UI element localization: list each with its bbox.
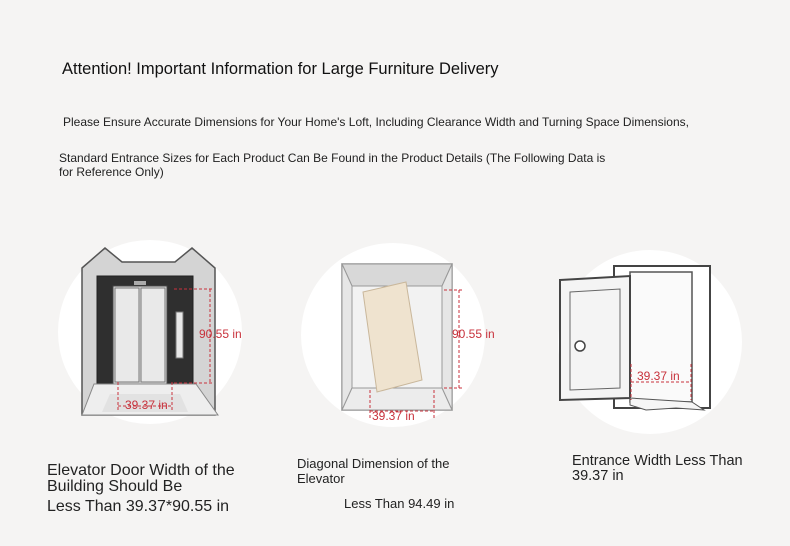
entrance-caption: Entrance Width Less Than 39.37 in (572, 453, 743, 484)
elevator-door-illustration: 90.55 in 39.37 in (81, 247, 242, 416)
reference-note: Standard Entrance Sizes for Each Product… (59, 151, 606, 179)
elevator-diagonal-illustration: 90.55 in 39.37 in (341, 263, 495, 423)
elevator-width-label: 39.37 in (125, 398, 168, 412)
clearance-note: Please Ensure Accurate Dimensions for Yo… (63, 115, 689, 129)
diagonal-height-label: 90.55 in (452, 327, 495, 341)
entrance-door-illustration: 39.37 in (559, 265, 711, 411)
page-title: Attention! Important Information for Lar… (62, 60, 499, 78)
entrance-width-label: 39.37 in (637, 369, 680, 383)
elevator-height-label: 90.55 in (199, 327, 242, 341)
diagonal-caption-value: Less Than 94.49 in (344, 496, 455, 511)
diagonal-width-label: 39.37 in (372, 409, 415, 423)
diagonal-caption: Diagonal Dimension of the Elevator (297, 456, 450, 486)
elevator-door-caption: Elevator Door Width of the Building Shou… (47, 462, 235, 495)
elevator-door-caption-value: Less Than 39.37*90.55 in (47, 498, 230, 515)
